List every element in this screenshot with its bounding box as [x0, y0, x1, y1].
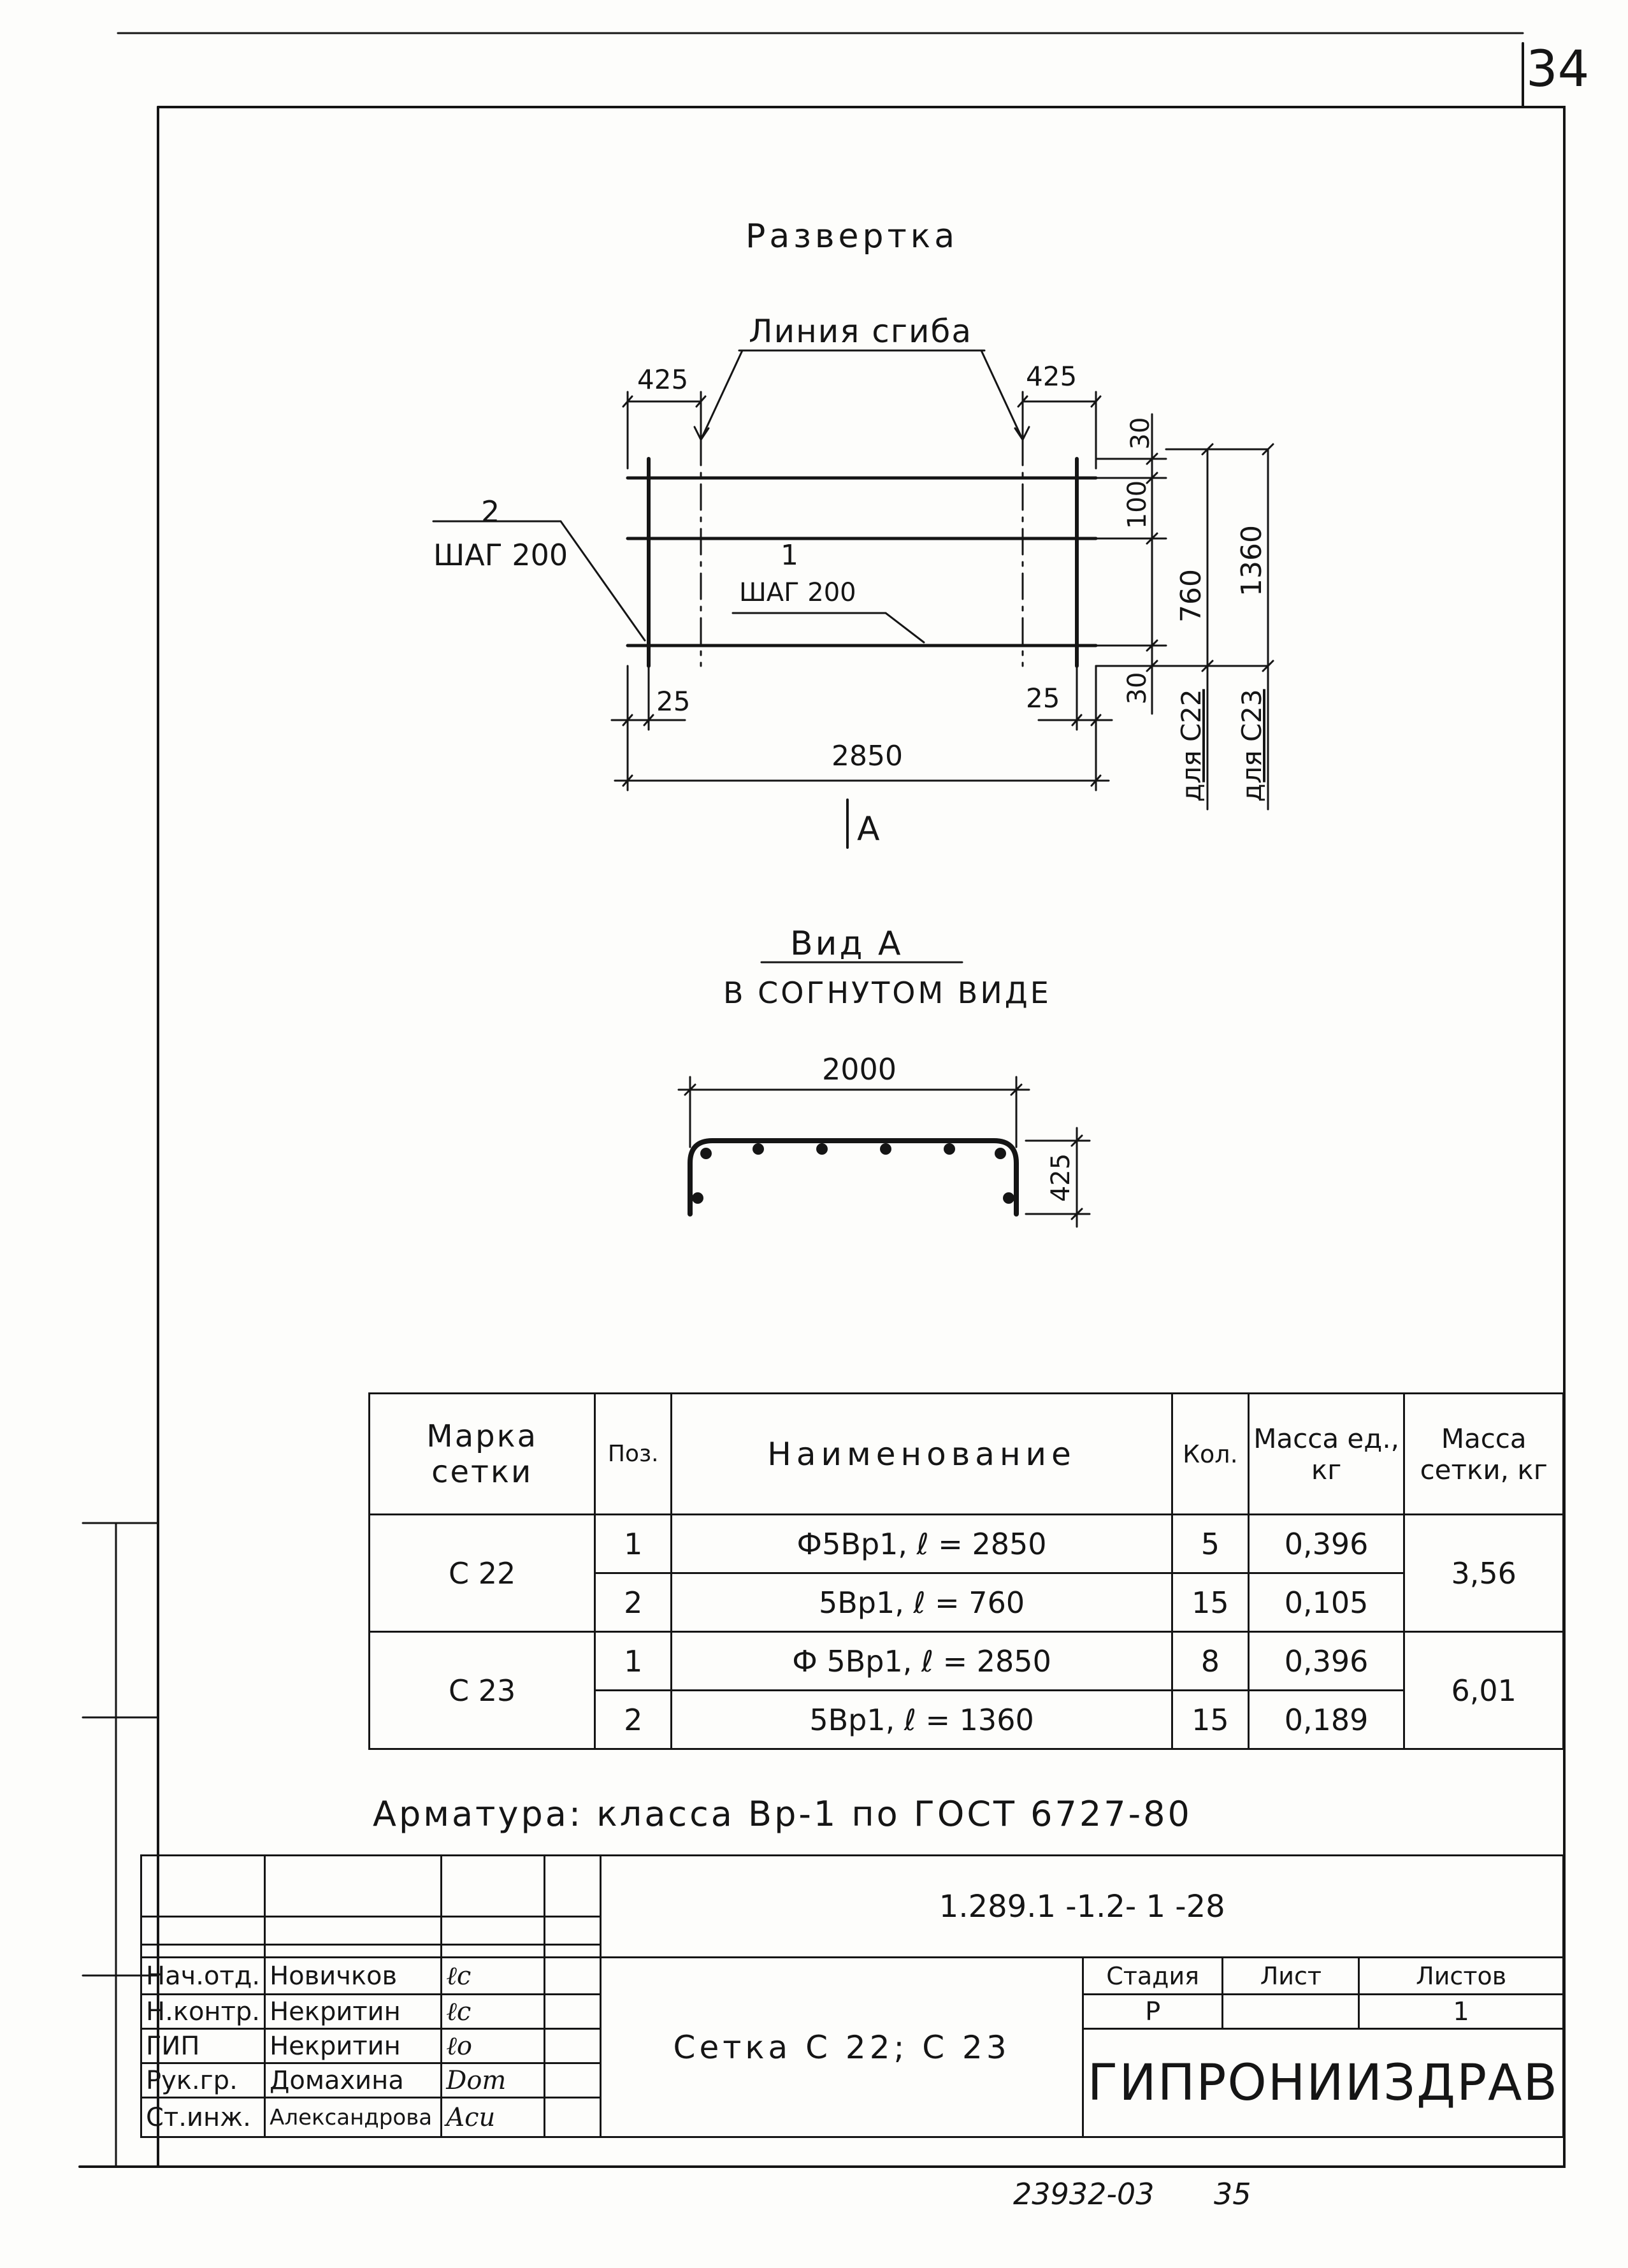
- row-name: Ф 5Вр1, ℓ = 2850: [670, 1631, 1173, 1691]
- row-unit-mass: 0,396: [1247, 1513, 1406, 1574]
- sheet-page-number: 34: [1526, 41, 1590, 98]
- signature: ℓc: [440, 1956, 546, 1995]
- view-a-title: Вид А: [790, 925, 904, 963]
- view-a-dim-width: 2000: [822, 1052, 897, 1087]
- row-qty: 8: [1171, 1631, 1250, 1691]
- row-name: Ф5Вр1, ℓ = 2850: [670, 1513, 1173, 1574]
- role-name: Некритин: [264, 2028, 443, 2064]
- role-label: Рук.гр.: [140, 2062, 266, 2098]
- sheet-value: [1221, 1993, 1360, 2030]
- dim-width-c23: 1360: [1235, 525, 1268, 596]
- group-mesh-mass: 3,56: [1403, 1513, 1564, 1633]
- organization-name: ГИПРОНИИЗДРАВ: [1081, 2028, 1565, 2138]
- table-row: С 23 1 Ф 5Вр1, ℓ = 2850 8 0,396 6,01: [368, 1631, 1564, 1750]
- sheets-label: Листов: [1358, 1956, 1564, 1995]
- pos1-number: 1: [781, 539, 798, 572]
- row-unit-mass: 0,189: [1247, 1689, 1406, 1750]
- header-qty: Кол.: [1171, 1392, 1250, 1515]
- development-title: Развертка: [746, 217, 959, 256]
- dim-edge-left: 25: [656, 686, 691, 717]
- bend-line-label: Линия сгиба: [749, 313, 972, 350]
- header-pos: Поз.: [594, 1392, 673, 1515]
- role-label: Н.контр.: [140, 1993, 266, 2030]
- group-mesh-mass: 6,01: [1403, 1631, 1564, 1750]
- signature: ℓo: [440, 2028, 546, 2064]
- row-qty: 15: [1171, 1572, 1250, 1633]
- row-pos: 2: [594, 1689, 673, 1750]
- label-for-c22: для С22: [1176, 689, 1207, 802]
- row-pos: 1: [594, 1513, 673, 1574]
- dim-overall-length: 2850: [832, 740, 903, 772]
- specification-table: Марка сетки Поз. Наименование Кол. Масса…: [368, 1392, 1564, 1750]
- dim-top-offset: 30: [1126, 417, 1155, 450]
- role-label: Ст.инж.: [140, 2097, 266, 2138]
- row-qty: 15: [1171, 1689, 1250, 1750]
- signature: ℓc: [440, 1993, 546, 2030]
- view-a-dim-height: 425: [1046, 1153, 1076, 1203]
- header-name: Наименование: [670, 1392, 1173, 1515]
- view-a-subtitle: в согнутом виде: [723, 976, 1051, 1010]
- signature: Acu: [440, 2097, 546, 2138]
- sheets-value: 1: [1358, 1993, 1564, 2030]
- dim-width-c22: 760: [1175, 569, 1207, 623]
- row-pos: 2: [594, 1572, 673, 1633]
- title-block: 1.289.1 -1.2- 1 -28 Нач.отд. Новичков ℓc…: [140, 1854, 1565, 2138]
- pos2-step: шаг 200: [433, 538, 568, 572]
- view-marker-a: А: [857, 810, 880, 848]
- dim-bend-right: 425: [1026, 361, 1077, 392]
- reinforcement-note: Арматура: класса Вр-1 по ГОСТ 6727-80: [373, 1794, 1192, 1834]
- pos2-number: 2: [481, 495, 500, 529]
- row-qty: 5: [1171, 1513, 1250, 1574]
- row-unit-mass: 0,396: [1247, 1631, 1406, 1691]
- dim-edge-right: 25: [1026, 683, 1060, 714]
- group-mark: С 23: [368, 1631, 596, 1750]
- stage-value: Р: [1081, 1993, 1224, 2030]
- doc-code: 1.289.1 -1.2- 1 -28: [600, 1854, 1564, 1958]
- dim-bottom-offset: 30: [1123, 672, 1152, 705]
- role-label: Нач.отд.: [140, 1956, 266, 1995]
- role-name: Некритин: [264, 1993, 443, 2030]
- row-unit-mass: 0,105: [1247, 1572, 1406, 1633]
- role-label: ГИП: [140, 2028, 266, 2064]
- role-name: Александрова: [264, 2097, 443, 2138]
- table-row: С 22 1 Ф5Вр1, ℓ = 2850 5 0,396 3,56: [368, 1513, 1564, 1633]
- sheet-label: Лист: [1221, 1956, 1360, 1995]
- row-name: 5Вр1, ℓ = 760: [670, 1572, 1173, 1633]
- document-title: Сетка С 22; С 23: [600, 1956, 1084, 2138]
- table-row: 2 5Вр1, ℓ = 760 15 0,105: [370, 1572, 1564, 1633]
- row-name: 5Вр1, ℓ = 1360: [670, 1689, 1173, 1750]
- header-unit-mass: Масса ед., кг: [1247, 1392, 1406, 1515]
- header-mark: Марка сетки: [368, 1392, 596, 1515]
- archive-number: 23932-03: [1013, 2177, 1155, 2211]
- stage-label: Стадия: [1081, 1956, 1224, 1995]
- group-mark: С 22: [368, 1513, 596, 1633]
- archive-page: 35: [1214, 2177, 1251, 2211]
- table-row: 2 5Вр1, ℓ = 1360 15 0,189: [370, 1689, 1564, 1750]
- label-for-c23: для С23: [1236, 689, 1267, 802]
- pos1-step: шаг 200: [739, 578, 856, 607]
- dim-first-step: 100: [1123, 480, 1152, 530]
- dim-bend-left: 425: [637, 364, 689, 395]
- row-pos: 1: [594, 1631, 673, 1691]
- header-mesh-mass: Масса сетки, кг: [1403, 1392, 1564, 1515]
- signature: Dom: [440, 2062, 546, 2098]
- role-name: Домахина: [264, 2062, 443, 2098]
- role-name: Новичков: [264, 1956, 443, 1995]
